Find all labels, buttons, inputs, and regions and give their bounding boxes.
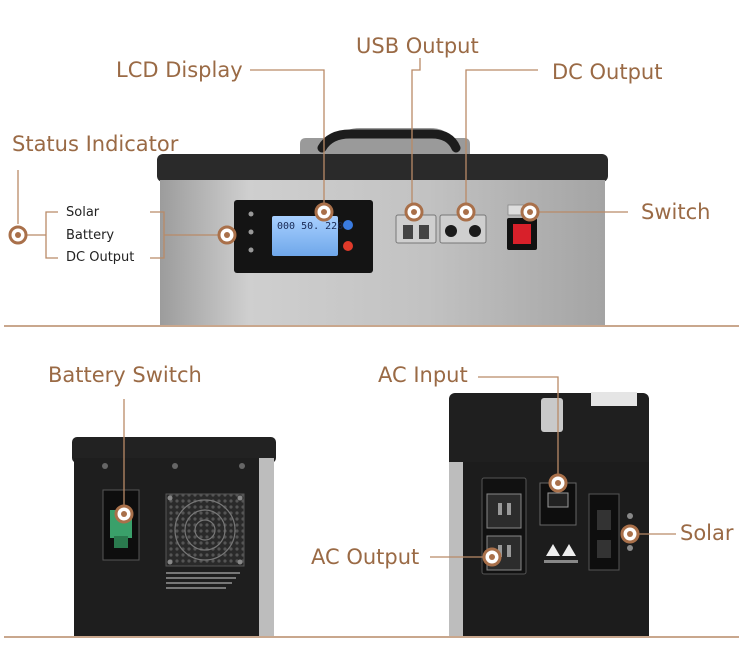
label-status-indicator: Status Indicator xyxy=(12,132,179,156)
target-markers xyxy=(8,202,640,567)
power-socket-icon xyxy=(486,493,522,529)
target-marker-icon xyxy=(520,202,540,222)
indicator-solar: Solar xyxy=(66,205,100,220)
label-usb-output: USB Output xyxy=(356,34,479,58)
lcd-readout: 000 50. 220 xyxy=(277,221,344,232)
leader-lines-top xyxy=(17,58,628,259)
target-marker-icon xyxy=(114,504,134,524)
fan-grille-icon xyxy=(165,493,245,567)
rear-unit-left xyxy=(72,437,276,638)
target-marker-icon xyxy=(217,225,237,245)
target-marker-icon xyxy=(482,547,502,567)
label-switch: Switch xyxy=(641,200,711,224)
rear-top-cap xyxy=(72,437,276,463)
separator-top xyxy=(4,325,739,327)
target-marker-icon xyxy=(8,225,28,245)
onoff-button xyxy=(343,241,353,251)
warning-triangle-icon xyxy=(562,544,576,556)
label-dc-output: DC Output xyxy=(552,60,663,84)
warning-triangle-icon xyxy=(546,544,560,556)
usb-port-icon xyxy=(419,225,429,239)
top-cap xyxy=(157,154,608,182)
label-ac-input: AC Input xyxy=(378,363,468,387)
label-ac-output: AC Output xyxy=(311,545,420,569)
label-lcd-display: LCD Display xyxy=(116,58,243,82)
carry-handle xyxy=(317,129,461,153)
indicator-dc-output: DC Output xyxy=(66,250,135,265)
dc-port-icon xyxy=(469,225,481,237)
target-marker-icon xyxy=(548,473,568,493)
target-marker-icon xyxy=(314,202,334,222)
rear-unit-right xyxy=(449,392,649,638)
lcd-screen xyxy=(272,216,338,256)
label-solar: Solar xyxy=(680,521,734,545)
target-marker-icon xyxy=(620,524,640,544)
usb-port-icon xyxy=(403,225,413,239)
target-marker-icon xyxy=(456,202,476,222)
indicator-battery: Battery xyxy=(66,228,115,243)
separator-bottom xyxy=(4,636,739,638)
power-button xyxy=(343,220,353,230)
target-marker-icon xyxy=(404,202,424,222)
front-body xyxy=(160,180,605,326)
solar-input-panel xyxy=(588,493,620,571)
label-battery-switch: Battery Switch xyxy=(48,363,202,387)
dc-port-icon xyxy=(445,225,457,237)
